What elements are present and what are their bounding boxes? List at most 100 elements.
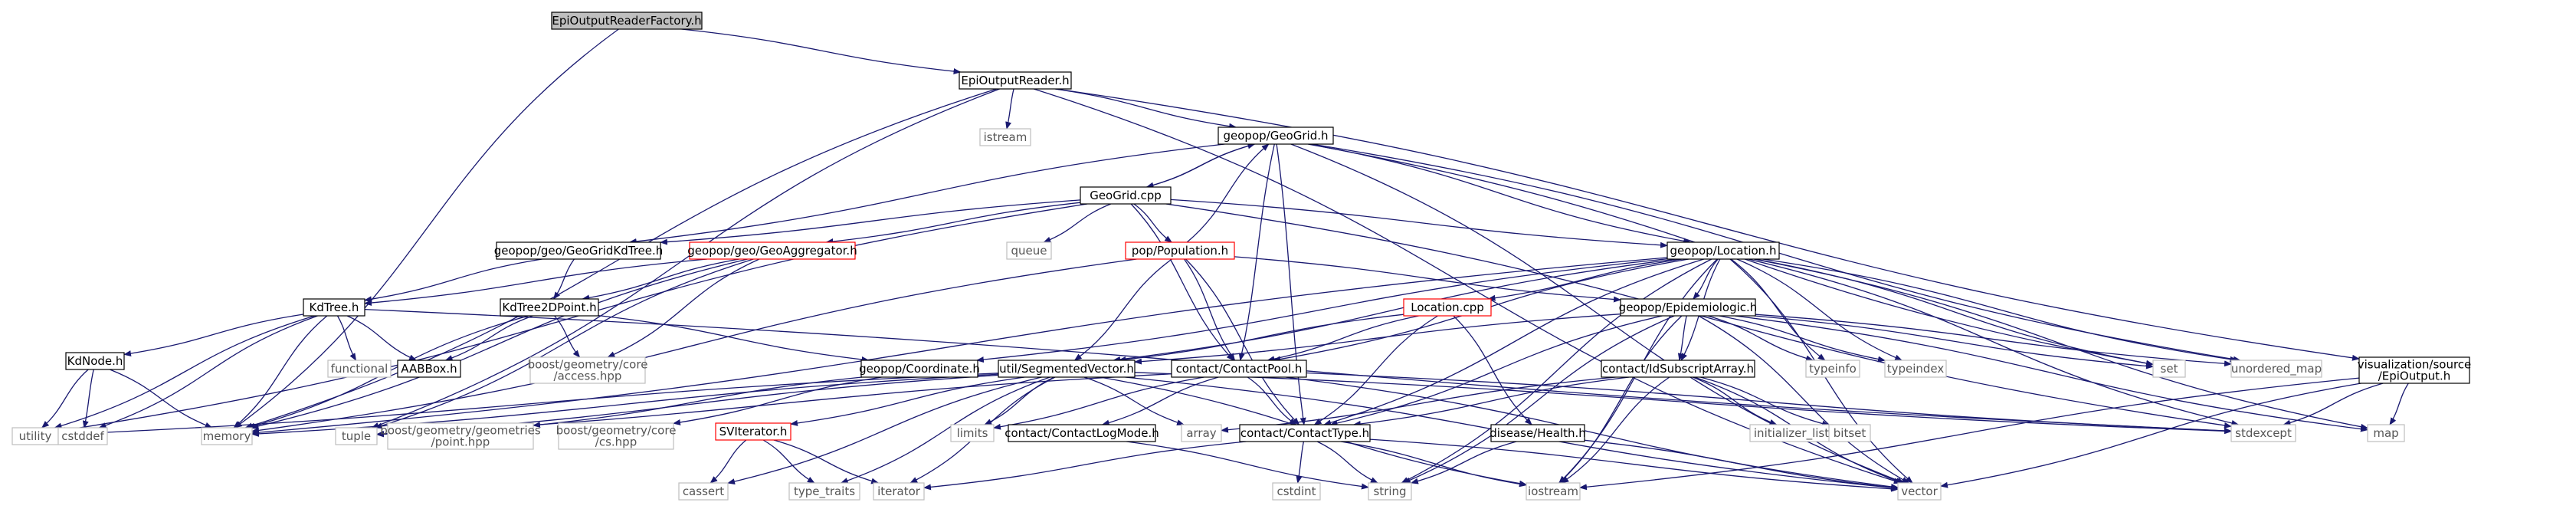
node-box-AABBox[interactable] [397, 360, 461, 378]
node-GeoAggregator[interactable]: geopop/geo/GeoAggregator.h [687, 241, 857, 260]
edge-LocationCpp-to-ContactPool [1267, 315, 1419, 363]
node-GeoGridKdTree[interactable]: geopop/geo/GeoGridKdTree.h [494, 241, 664, 260]
edge-EpiOutputReaderFactory-to-EpiOutputReader [681, 28, 962, 75]
node-box-LocationCpp[interactable] [1403, 298, 1492, 317]
edge-ContactPool-to-vector [1285, 376, 1899, 490]
node-box-GeoAggregator[interactable] [689, 241, 856, 260]
node-Population[interactable]: pop/Population.h [1125, 241, 1235, 260]
node-box-KdTree[interactable] [303, 298, 365, 317]
node-box-SegmentedVector[interactable] [998, 360, 1136, 378]
edge-KdTree-to-AABBox [346, 315, 417, 361]
node-box-string [1368, 482, 1412, 501]
node-box-KdTree2DPoint[interactable] [500, 298, 599, 317]
node-ContactLogMode[interactable]: contact/ContactLogMode.h [1005, 424, 1159, 442]
node-box-SVIterator[interactable] [715, 422, 791, 441]
node-box-Coordinate[interactable] [860, 360, 978, 378]
node-label-cs: boost/geometry/core/cs.hpp [556, 424, 677, 449]
node-Health[interactable]: disease/Health.h [1490, 424, 1586, 442]
edge-GeoGridCpp-to-queue [1043, 203, 1112, 243]
node-label-EpiOutputReader: EpiOutputReader.h [961, 74, 1069, 87]
node-functional: functional [327, 360, 392, 378]
edge-IdSubscriptArray-to-iostream [1561, 376, 1670, 484]
node-box-cstddef [57, 427, 108, 445]
node-KdNode[interactable]: KdNode.h [65, 352, 125, 370]
node-GeoGridCpp[interactable]: GeoGrid.cpp [1080, 186, 1172, 205]
edge-KdTree-to-KdNode [123, 314, 304, 357]
node-box-Population[interactable] [1125, 241, 1235, 260]
node-IdSubscriptArray[interactable]: contact/IdSubscriptArray.h [1601, 360, 1755, 378]
node-ContactPool[interactable]: contact/ContactPool.h [1171, 360, 1307, 378]
edge-ContactPool-to-stdexcept [1306, 372, 2232, 434]
node-initializer_list: initializer_list [1749, 424, 1834, 442]
node-ContactType[interactable]: contact/ContactType.h [1239, 424, 1371, 442]
node-box-ContactPool[interactable] [1171, 360, 1307, 378]
node-box-ContactType[interactable] [1239, 424, 1371, 442]
edge-Epidemiologic-to-IdSubscriptArray [1677, 315, 1687, 361]
node-box-functional [327, 360, 392, 378]
edge-KdNode-to-memory [110, 369, 213, 429]
node-Coordinate[interactable]: geopop/Coordinate.h [859, 360, 980, 378]
edge-GeoGridCpp-to-Location [1170, 199, 1668, 248]
edge-Location-to-LocationCpp [1487, 258, 1683, 301]
node-box-access [529, 356, 646, 384]
edge-Coordinate-to-point [533, 376, 863, 429]
node-KdTree2DPoint[interactable]: KdTree2DPoint.h [500, 298, 599, 317]
node-box-Location[interactable] [1667, 241, 1780, 260]
edge-KdTree2DPoint-to-Coordinate [598, 314, 870, 363]
node-box-Epidemiologic[interactable] [1620, 298, 1756, 317]
node-EpiOutputReader[interactable]: EpiOutputReader.h [959, 71, 1072, 90]
node-AABBox[interactable]: AABBox.h [397, 360, 461, 378]
node-GeoGrid[interactable]: geopop/GeoGrid.h [1218, 126, 1334, 145]
node-label-GeoGridKdTree: geopop/geo/GeoGridKdTree.h [494, 244, 664, 258]
node-cs: boost/geometry/core/cs.hpp [556, 422, 677, 450]
node-label-stdexcept: stdexcept [2235, 426, 2292, 440]
node-EpiOutputVis[interactable]: visualization/source/EpiOutput.h [2358, 356, 2472, 384]
edge-Epidemiologic-to-unordered_map [1755, 314, 2232, 367]
node-box-type_traits [788, 482, 860, 501]
node-box-EpiOutputVis[interactable] [2358, 356, 2470, 384]
node-Epidemiologic[interactable]: geopop/Epidemiologic.h [1619, 298, 1758, 317]
node-label-KdTree2DPoint: KdTree2DPoint.h [502, 300, 596, 314]
node-limits: limits [950, 424, 995, 442]
edge-Health-to-string [1410, 441, 1517, 484]
edge-GeoGrid-to-GeoGridKdTree [628, 143, 1225, 245]
node-box-Health[interactable] [1490, 424, 1585, 442]
node-typeindex: typeindex [1884, 360, 1947, 378]
node-box-EpiOutputReaderFactory[interactable] [551, 11, 703, 30]
node-label-ContactPool: contact/ContactPool.h [1176, 362, 1303, 376]
edge-Population-to-Epidemiologic [1234, 256, 1621, 303]
edge-Location-to-SegmentedVector [1113, 258, 1676, 363]
node-EpiOutputReaderFactory[interactable]: EpiOutputReaderFactory.h [551, 11, 703, 30]
node-memory: memory [201, 427, 253, 445]
node-utility: utility [11, 427, 59, 445]
node-box-typeinfo [1805, 360, 1860, 378]
edge-Epidemiologic-to-vector [1698, 315, 1910, 484]
node-KdTree[interactable]: KdTree.h [303, 298, 365, 317]
node-box-GeoGrid[interactable] [1218, 126, 1334, 145]
node-box-GeoGridCpp[interactable] [1080, 186, 1172, 205]
node-box-KdNode[interactable] [65, 352, 125, 370]
node-SVIterator[interactable]: SVIterator.h [715, 422, 791, 441]
node-Location[interactable]: geopop/Location.h [1667, 241, 1780, 260]
node-box-cstdint [1272, 482, 1321, 501]
node-box-set [2152, 360, 2186, 378]
node-SegmentedVector[interactable]: util/SegmentedVector.h [998, 360, 1136, 378]
node-box-GeoGridKdTree[interactable] [496, 241, 661, 260]
edge-ContactType-to-string [1316, 441, 1378, 484]
edge-Location-to-ContactType [1323, 258, 1704, 426]
node-box-limits [950, 424, 995, 442]
node-array: array [1181, 424, 1222, 442]
edge-GeoGridCpp-to-Population [1133, 203, 1173, 243]
node-label-memory: memory [203, 429, 251, 443]
node-set: set [2152, 360, 2186, 378]
node-LocationCpp[interactable]: Location.cpp [1403, 298, 1492, 317]
node-box-IdSubscriptArray[interactable] [1601, 360, 1755, 378]
edge-EpiOutputReader-to-tuple [371, 88, 1000, 429]
node-label-set: set [2161, 362, 2178, 376]
node-label-unordered_map: unordered_map [2231, 362, 2322, 376]
edge-ContactPool-to-ContactType [1247, 376, 1297, 425]
node-box-ContactLogMode[interactable] [1008, 424, 1156, 442]
node-label-cstddef: cstddef [61, 429, 104, 443]
node-box-EpiOutputReader[interactable] [959, 71, 1072, 90]
edge-GeoGridCpp-to-GeoGrid [1146, 143, 1256, 188]
